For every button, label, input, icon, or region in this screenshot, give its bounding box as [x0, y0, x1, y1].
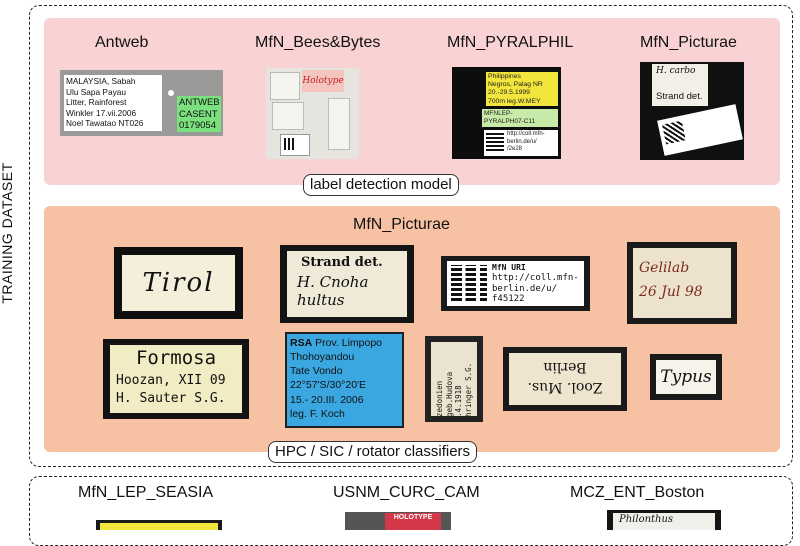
uri-text: http://coll.mfn- berlin.de/u/ /2e28: [507, 131, 545, 152]
source-title-lep-seasia: MfN_LEP_SEASIA: [78, 484, 214, 501]
source-title-pyralphil: MfN_PYRALPHIL: [447, 34, 574, 51]
catalog-label: MFNLEP- PYRALPH07-C11: [482, 109, 558, 127]
maz-card: Mazedonien Umgeb.Hudova 17.4.1918 Föhrin…: [431, 342, 477, 416]
label-detection-model-tag: label detection model: [303, 174, 459, 196]
strand-card: Strand det. H. Cnoha hultus: [287, 251, 407, 317]
label-tirol: Tirol: [114, 247, 243, 319]
qr-code-icon: [662, 120, 686, 145]
pyralphil-specimen-image: Philippines Negros, Palag NR 20.-29.5.19…: [452, 67, 561, 159]
label-mazedonien: Mazedonien Umgeb.Hudova 17.4.1918 Föhrin…: [425, 336, 483, 422]
antweb-id-label: ANTWEB CASENT 0179054: [177, 96, 221, 132]
antweb-specimen-image: MALAYSIA, Sabah Ulu Sapa Payau Litter, R…: [60, 70, 223, 136]
formosa-text: Formosa: [135, 347, 217, 369]
usnm-image: HOLOTYPE: [345, 512, 451, 530]
formosa-card: Formosa Hoozan, XII 09 H. Sauter S.G.: [110, 345, 242, 413]
label-rsa: RSA Prov. Limpopo Thohoyandou Tate Vondo…: [285, 332, 404, 428]
rsa-body: Thohoyandou Tate Vondo 22°57'S/30°20'E 1…: [290, 351, 367, 420]
picturae-title: MfN_Picturae: [353, 216, 450, 233]
handwritten-label: [272, 102, 304, 130]
zool-card: Zool. Mus. Berlin: [509, 353, 621, 405]
formosa-sub-text: Hoozan, XII 09 H. Sauter S.G.: [116, 373, 226, 406]
training-dataset-label: TRAINING DATASET: [0, 162, 15, 304]
lep-seasia-image: [96, 520, 222, 530]
classifier-tag: HPC / SIC / rotator classifiers: [268, 441, 478, 463]
qr-code-icon: [451, 265, 487, 301]
picturae-specimen-image: H. carbo Strand det.: [640, 62, 744, 160]
maz-text: Mazedonien Umgeb.Hudova 17.4.1918 Föhrin…: [435, 362, 473, 416]
uri-label: [657, 104, 743, 156]
uri-card: MfN URI http://coll.mfn- berlin.de/u/ f4…: [447, 261, 584, 306]
qr-label: [280, 134, 310, 156]
uri-label: http://coll.mfn- berlin.de/u/ /2e28: [484, 130, 558, 156]
source-title-bees-bytes: MfN_Bees&Bytes: [255, 34, 381, 51]
handwritten-name: H. carbo: [656, 66, 696, 76]
tirol-text: Tirol: [122, 255, 235, 311]
strand-det-text: Strand det.: [301, 255, 383, 270]
qr-code-icon: [486, 133, 504, 151]
locality-label: Philippines Negros, Palag NR 20.-29.5.19…: [486, 72, 558, 106]
source-title-antweb: Antweb: [95, 34, 149, 51]
holotype-label: Holotype: [302, 70, 344, 92]
source-title-usnm: USNM_CURC_CAM: [333, 484, 480, 501]
antweb-locality-label: MALAYSIA, Sabah Ulu Sapa Payau Litter, R…: [64, 75, 162, 131]
typus-text: Typus: [656, 360, 716, 394]
source-title-mcz: MCZ_ENT_Boston: [570, 484, 705, 501]
strand-handwriting: H. Cnoha hultus: [297, 273, 369, 309]
determiner-text: Strand det.: [656, 91, 703, 102]
rsa-province: Prov. Limpopo: [312, 337, 383, 349]
rsa-code: RSA: [290, 337, 313, 349]
bees-bytes-specimen-image: Holotype: [266, 68, 359, 159]
gellab-handwriting: Gelilab 26 Jul 98: [633, 248, 731, 318]
vertical-label: [328, 98, 350, 150]
label-mfn-uri: MfN URI http://coll.mfn- berlin.de/u/ f4…: [441, 256, 590, 311]
uri-body: http://coll.mfn- berlin.de/u/ f45122: [492, 273, 579, 304]
determiner-label: H. carbo Strand det.: [652, 64, 708, 106]
training-dataset-frame: [29, 5, 793, 467]
small-label: [270, 72, 300, 100]
mcz-handwriting: Philonthus: [613, 513, 715, 530]
label-gellab: Gelilab 26 Jul 98: [627, 242, 737, 324]
label-typus: Typus: [650, 354, 722, 400]
label-zool-mus: Zool. Mus. Berlin: [503, 347, 627, 411]
zool-text: Zool. Mus. Berlin: [527, 359, 603, 395]
label-formosa: Formosa Hoozan, XII 09 H. Sauter S.G.: [103, 339, 249, 419]
source-title-picturae: MfN_Picturae: [640, 34, 737, 51]
rsa-head: RSA Prov. Limpopo: [290, 337, 382, 349]
uri-head: MfN URI: [492, 263, 526, 272]
holotype-label: HOLOTYPE: [385, 513, 441, 530]
label-strand-det: Strand det. H. Cnoha hultus: [280, 245, 414, 323]
pin-hole: [168, 90, 174, 96]
mcz-image: Philonthus: [607, 510, 721, 530]
